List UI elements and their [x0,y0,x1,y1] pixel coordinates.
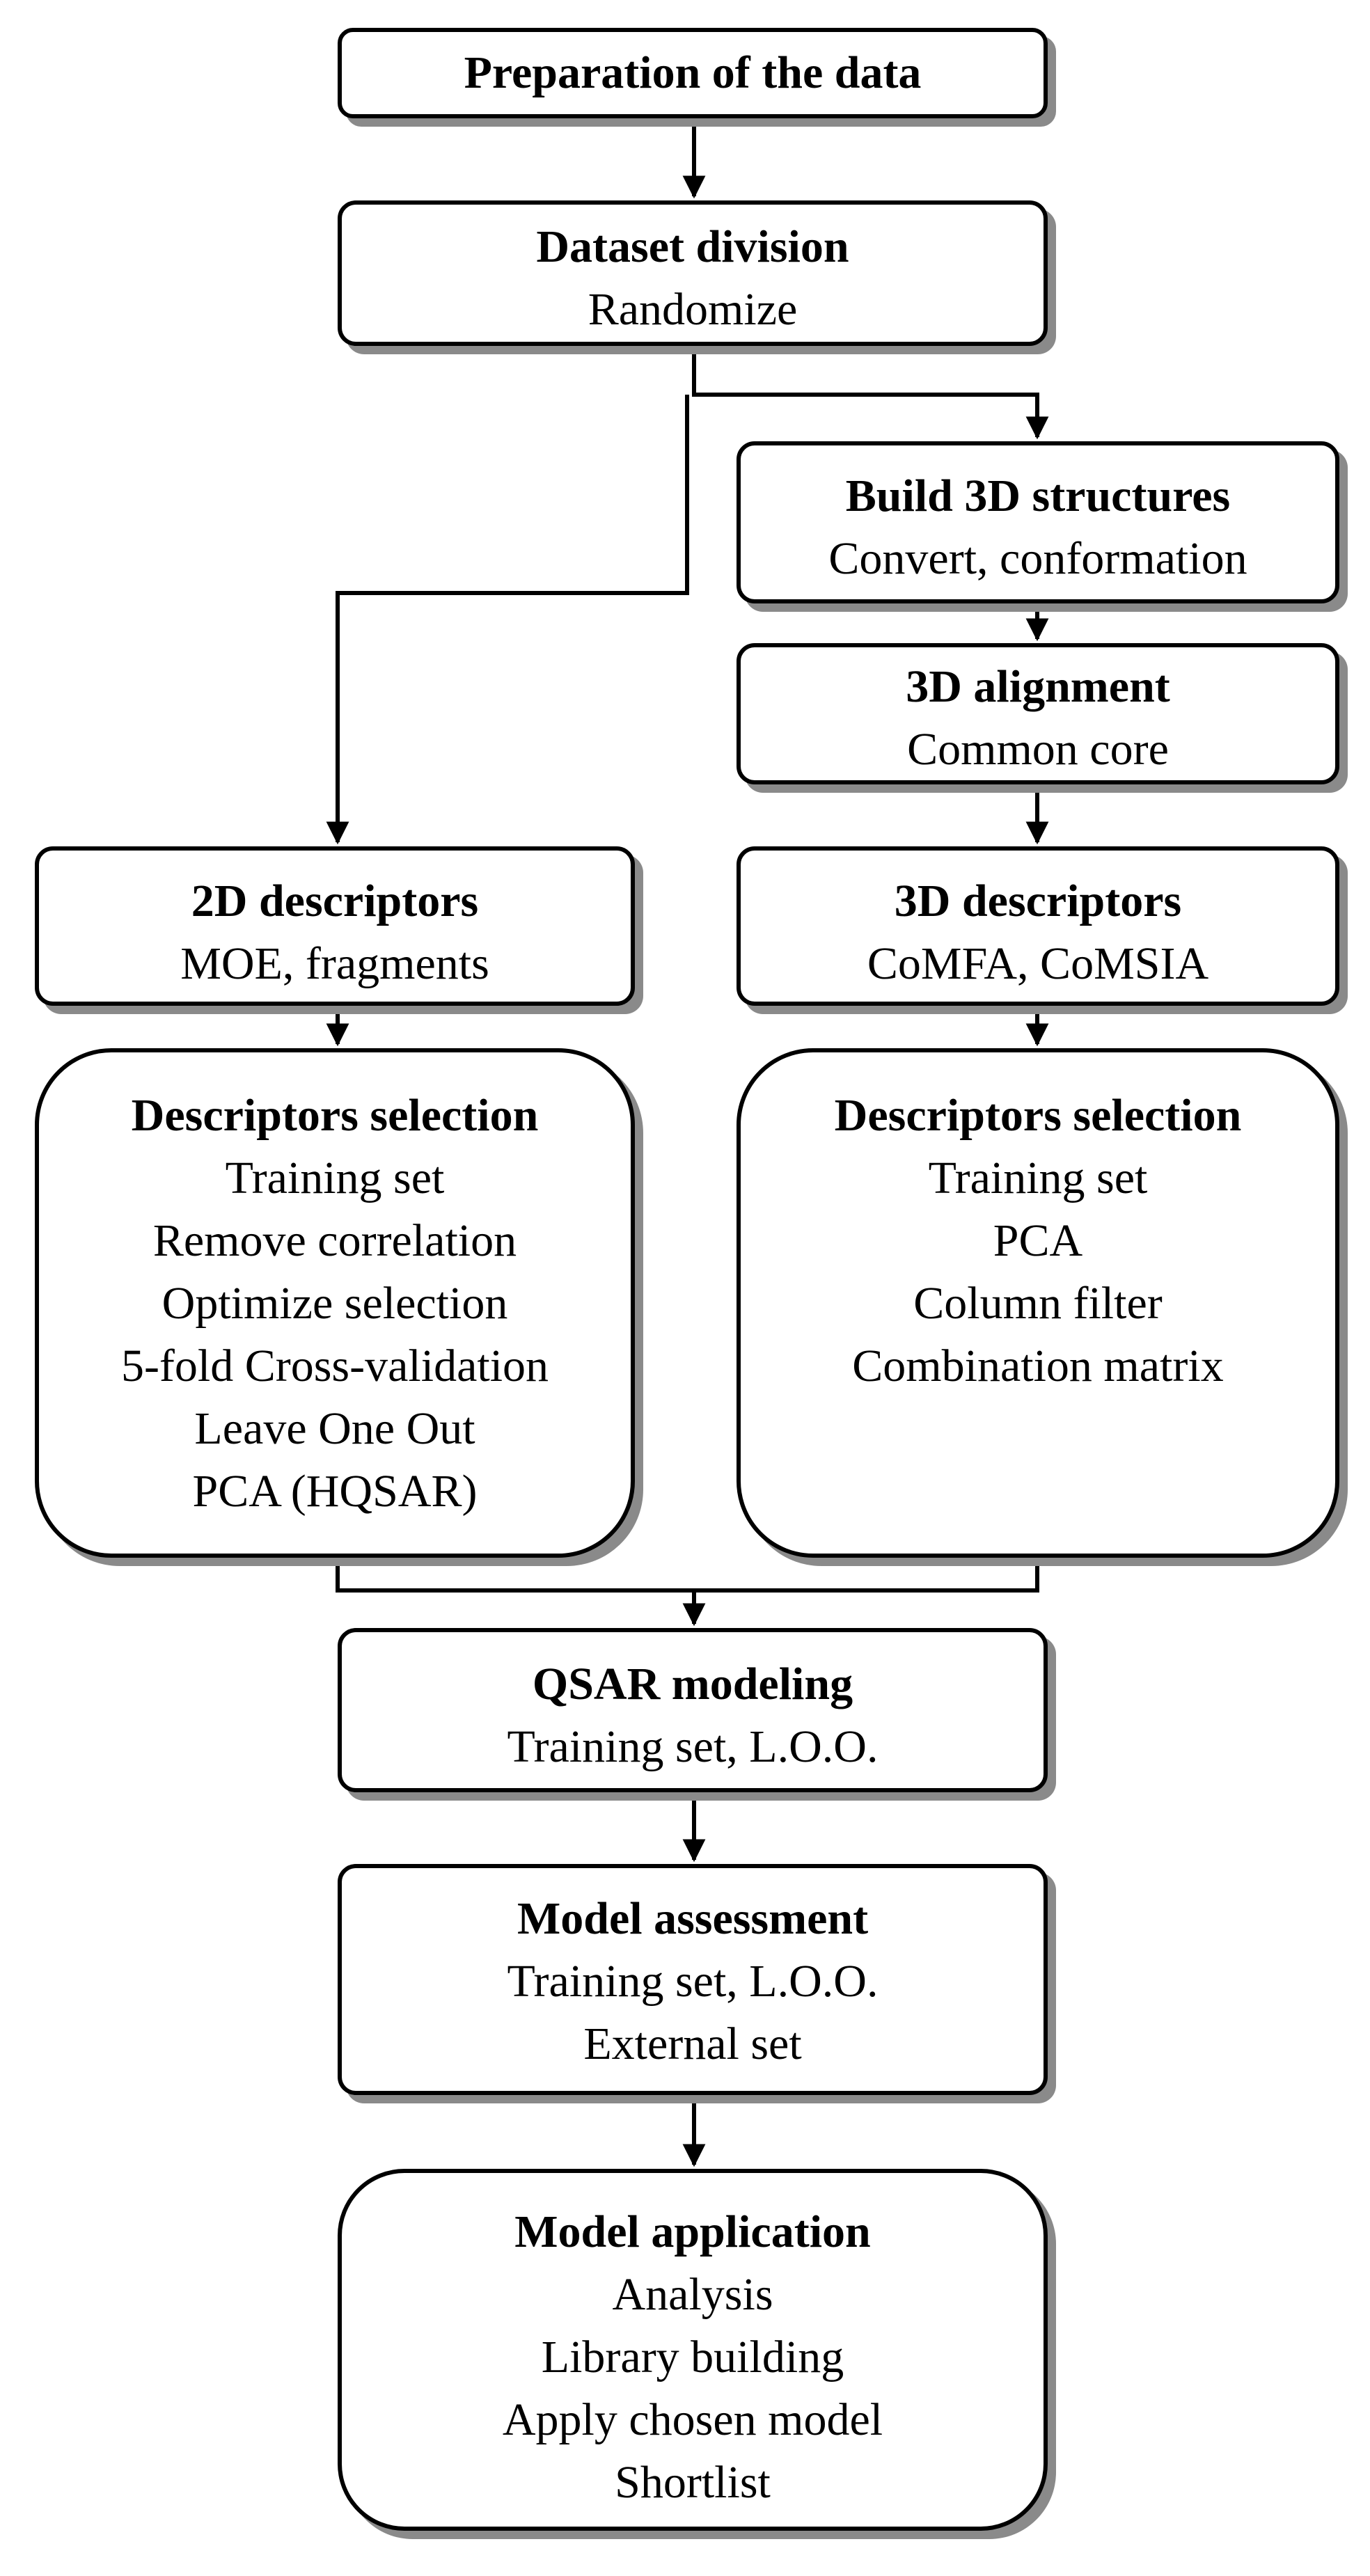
node-line: PCA (HQSAR) [192,1466,478,1517]
node-line: Training set, L.O.O. [507,1721,879,1772]
node-line: PCA [993,1215,1083,1266]
node-3d-descriptors: 3D descriptors CoMFA, CoMSIA [737,846,1339,1006]
node-2d-descriptors: 2D descriptors MOE, fragments [35,846,635,1006]
node-model-application: Model application Analysis Library build… [338,2169,1048,2531]
arrow-division-to-build3d [692,346,1049,440]
node-title: Dataset division [536,221,849,272]
node-3d-alignment: 3D alignment Common core [737,643,1339,784]
node-line: Common core [907,724,1169,775]
node-line: Training set [225,1153,445,1203]
node-line: Remove correlation [152,1215,517,1266]
arrow-division-to-desc2d [326,395,689,845]
node-title: Descriptors selection [131,1090,539,1141]
node-qsar-modeling: QSAR modeling Training set, L.O.O. [338,1628,1048,1792]
node-line: Optimize selection [162,1278,508,1329]
node-line: Training set, L.O.O. [507,1956,879,2007]
node-line: Convert, conformation [828,533,1247,584]
node-title: Model application [514,2206,871,2257]
node-line: Combination matrix [852,1341,1224,1391]
node-line: Training set [928,1153,1148,1203]
node-preparation: Preparation of the data [338,28,1048,118]
node-line: Leave One Out [194,1403,475,1454]
node-title: Descriptors selection [834,1090,1242,1141]
node-title: 3D descriptors [894,876,1182,926]
node-line: Analysis [612,2269,773,2320]
node-title: 3D alignment [906,661,1170,712]
node-line: CoMFA, CoMSIA [867,938,1209,989]
node-title: QSAR modeling [532,1659,853,1709]
node-title: Preparation of the data [464,47,922,98]
node-build-3d-structures: Build 3D structures Convert, conformatio… [737,441,1339,603]
node-line: Randomize [588,284,798,335]
node-line: Library building [541,2332,844,2383]
node-line: MOE, fragments [180,938,489,989]
node-descriptors-selection-2d: Descriptors selection Training set Remov… [35,1048,635,1558]
node-line: 5-fold Cross-validation [120,1341,549,1391]
node-title: Build 3D structures [845,471,1231,521]
node-line: Apply chosen model [502,2394,883,2445]
node-title: 2D descriptors [191,876,479,926]
connector-sel-merge [336,1558,1039,1593]
node-title: Model assessment [517,1893,869,1944]
node-line: External set [583,2018,802,2069]
node-line: Shortlist [615,2457,771,2508]
node-descriptors-selection-3d: Descriptors selection Training set PCA C… [737,1048,1339,1558]
node-line: Column filter [913,1278,1163,1329]
node-dataset-division: Dataset division Randomize [338,200,1048,346]
node-model-assessment: Model assessment Training set, L.O.O. Ex… [338,1864,1048,2095]
